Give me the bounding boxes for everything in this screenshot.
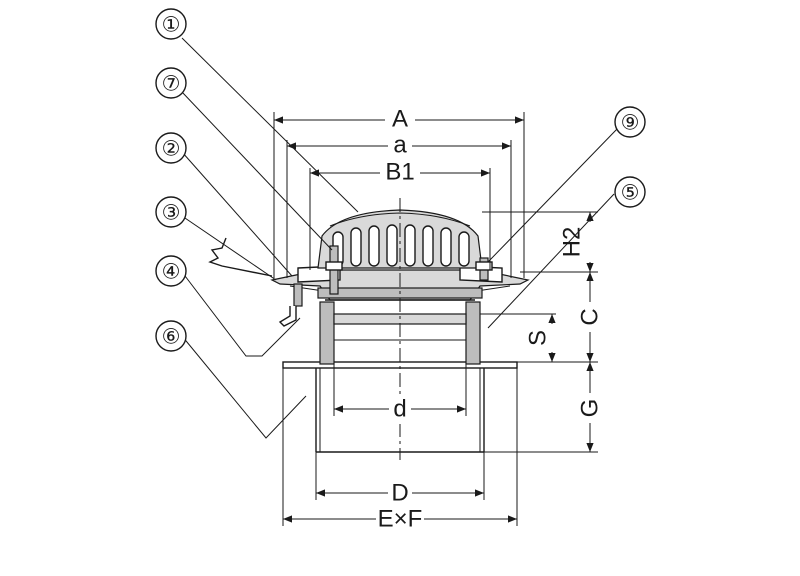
callout-7-label: ⑦ — [162, 73, 181, 96]
callout-6: ⑥ — [155, 320, 187, 352]
leader-lines — [181, 37, 619, 439]
bolt-right — [475, 257, 493, 281]
callout-4-label: ④ — [162, 261, 181, 284]
callout-1: ① — [155, 8, 187, 40]
strainer-dome — [317, 209, 483, 269]
dim-label-C: C — [577, 308, 604, 325]
dim-label-B1: B1 — [385, 159, 414, 186]
dim-label-G: G — [577, 399, 604, 418]
callout-9-label: ⑨ — [621, 112, 640, 135]
roof-break-line — [208, 237, 273, 277]
callout-5-label: ⑤ — [621, 182, 640, 205]
callout-9: ⑨ — [614, 106, 646, 138]
dim-label-a: a — [393, 132, 407, 159]
dim-label-H2: H2 — [559, 227, 586, 258]
callout-2-label: ② — [162, 138, 181, 161]
callout-3-label: ③ — [162, 202, 181, 225]
callout-1-label: ① — [162, 14, 181, 37]
callout-5: ⑤ — [614, 176, 646, 208]
callout-3: ③ — [155, 196, 187, 228]
callout-2: ② — [155, 132, 187, 164]
callout-6-label: ⑥ — [162, 326, 181, 349]
dim-label-ExF: E×F — [378, 506, 423, 533]
bolt-left — [325, 245, 343, 295]
dim-label-D: D — [391, 480, 408, 507]
dim-label-S: S — [525, 330, 552, 346]
dim-label-A: A — [392, 106, 408, 133]
dim-label-d: d — [393, 396, 406, 423]
callout-7: ⑦ — [155, 67, 187, 99]
anchor-bracket — [278, 283, 303, 327]
callout-4: ④ — [155, 255, 187, 287]
